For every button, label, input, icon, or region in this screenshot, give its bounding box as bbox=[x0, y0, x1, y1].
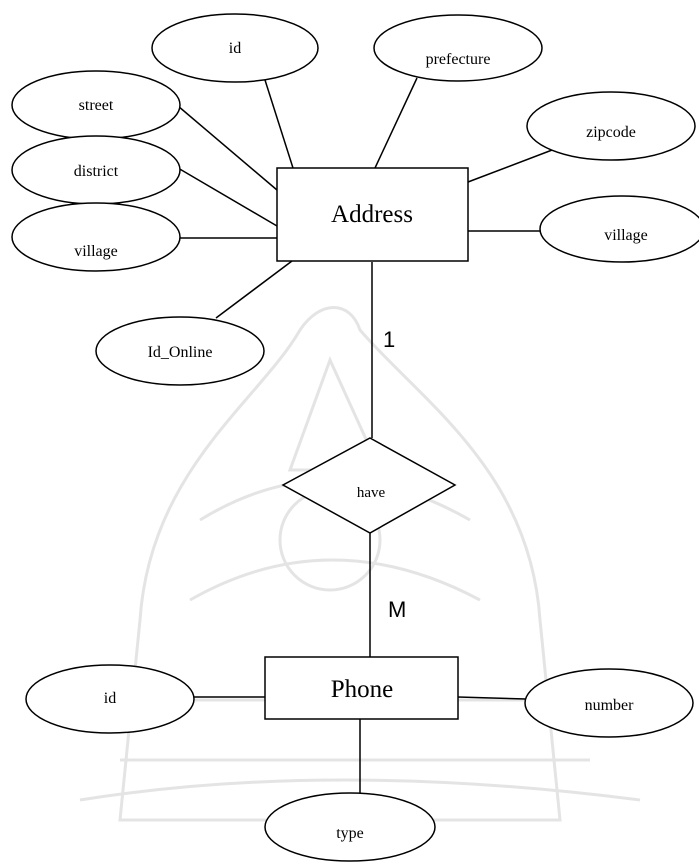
svg-text:prefecture: prefecture bbox=[426, 51, 491, 68]
attribute-prefecture: prefecture bbox=[373, 14, 543, 82]
svg-text:district: district bbox=[74, 163, 119, 180]
attribute-village-right: village bbox=[539, 195, 699, 263]
svg-text:street: street bbox=[79, 97, 114, 114]
svg-text:have: have bbox=[357, 485, 386, 501]
svg-text:village: village bbox=[74, 243, 118, 260]
attribute-village-left: village bbox=[11, 202, 181, 272]
svg-text:village: village bbox=[604, 227, 648, 244]
phone-attribute-number: number bbox=[524, 668, 694, 738]
attribute-district: district bbox=[11, 135, 181, 205]
cardinality-many: M bbox=[388, 597, 406, 622]
attribute-street: street bbox=[11, 70, 181, 140]
cardinality-one: 1 bbox=[383, 327, 395, 352]
svg-text:number: number bbox=[585, 697, 635, 714]
relationship-have: have bbox=[281, 437, 457, 534]
attribute-id: id bbox=[151, 13, 319, 83]
relationship-connectors bbox=[369, 262, 373, 657]
svg-text:Address: Address bbox=[331, 201, 413, 228]
phone-attribute-connectors bbox=[193, 696, 527, 794]
address-attribute-connectors bbox=[177, 77, 561, 319]
phone-attribute-type: type bbox=[264, 792, 436, 862]
entity-phone: Phone bbox=[264, 656, 459, 720]
phone-attribute-id: id bbox=[25, 664, 195, 734]
attribute-id-online: Id_Online bbox=[95, 316, 265, 386]
svg-text:Id_Online: Id_Online bbox=[148, 344, 213, 361]
entity-address: Address bbox=[276, 167, 469, 262]
svg-text:type: type bbox=[336, 825, 364, 842]
svg-text:id: id bbox=[104, 690, 116, 707]
svg-text:zipcode: zipcode bbox=[586, 124, 636, 141]
svg-text:Phone: Phone bbox=[331, 676, 394, 703]
attribute-zipcode: zipcode bbox=[526, 91, 696, 161]
svg-text:id: id bbox=[229, 40, 241, 57]
